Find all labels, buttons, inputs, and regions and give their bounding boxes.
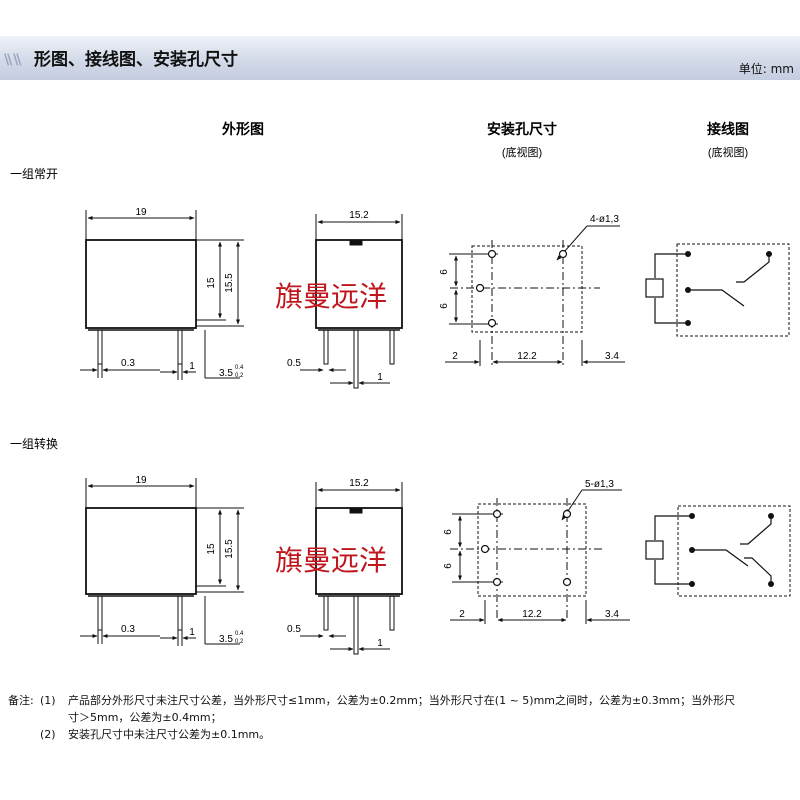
page-title: 形图、接线图、安装孔尺寸 xyxy=(34,50,238,70)
note-2-text: 安装孔尺寸中未注尺寸公差为±0.1mm。 xyxy=(68,728,271,741)
watermark: 旗曼远洋 xyxy=(275,281,387,312)
dim-pitch1: 6 xyxy=(439,269,450,275)
dim-pin-w2: 1 xyxy=(377,372,383,383)
title-band: \\ \\ 形图、接线图、安装孔尺寸 单位: mm xyxy=(0,36,800,80)
dim-tol-dn: 0.2 xyxy=(235,639,244,645)
dim-pin-thick: 0.3 xyxy=(121,624,135,635)
dim-h1: 15 xyxy=(206,277,217,289)
group-normally-open: 一组常开 19 15 15.5 0.3 1 3.5 0.4 0.2 xyxy=(10,167,790,389)
watermark: 旗曼远洋 xyxy=(275,545,387,576)
notes: 备注: (1) 产品部分外形尺寸未注尺寸公差，当外形尺寸≤1mm，公差为±0.2… xyxy=(8,692,798,743)
dim-pin-w2: 1 xyxy=(377,638,383,649)
dim-off-left: 2 xyxy=(452,351,458,362)
mounting-hole-view xyxy=(450,489,630,624)
dim-h2: 15.5 xyxy=(224,273,235,293)
dim-pin-t2: 0.5 xyxy=(287,624,301,635)
hole-label: 4-ø1,3 xyxy=(590,214,619,225)
dim-width: 19 xyxy=(135,207,147,218)
dim-h1: 15 xyxy=(206,543,217,555)
wiring-diagram xyxy=(645,243,790,337)
unit-label: 单位: mm xyxy=(738,62,794,76)
dim-off-right: 3.4 xyxy=(605,351,619,362)
dim-span: 12.2 xyxy=(522,609,542,620)
mounting-holes xyxy=(475,249,568,328)
dim-pin-len: 3.5 xyxy=(219,634,233,645)
side-view xyxy=(300,214,403,389)
wiring-terminals xyxy=(685,251,772,326)
dim-width: 19 xyxy=(135,475,147,486)
dim-pitch2: 6 xyxy=(443,563,454,569)
note-1-line-2: 寸＞5mm，公差为±0.4mm； xyxy=(68,711,222,724)
dim-pin-w: 1 xyxy=(189,627,195,638)
front-view xyxy=(80,478,244,646)
dim-h2: 15.5 xyxy=(224,539,235,559)
wiring-diagram xyxy=(645,505,791,597)
mounting-holes xyxy=(480,509,572,587)
wiring-heading: 接线图 xyxy=(707,121,749,137)
group-title: 一组转换 xyxy=(10,436,58,451)
mounting-heading: 安装孔尺寸 xyxy=(487,121,557,137)
dim-tol-up: 0.4 xyxy=(235,631,244,637)
note-1-line-1: 产品部分外形尺寸未注尺寸公差，当外形尺寸≤1mm，公差为±0.2mm；当外形尺寸… xyxy=(68,694,736,707)
side-view xyxy=(300,482,403,655)
mounting-subheading: (底视图) xyxy=(502,145,542,159)
note-1-number: (1) xyxy=(40,694,56,707)
dim-pin-len: 3.5 xyxy=(219,368,233,379)
wiring-terminals xyxy=(689,513,774,587)
dim-off-right: 3.4 xyxy=(605,609,619,620)
note-2-number: (2) xyxy=(40,728,56,741)
dim-tol-dn: 0.2 xyxy=(235,373,244,379)
dim-pin-thick: 0.3 xyxy=(121,358,135,369)
dim-off-left: 2 xyxy=(459,609,465,620)
dim-pin-t2: 0.5 xyxy=(287,358,301,369)
dim-pitch2: 6 xyxy=(439,303,450,309)
dim-tol-up: 0.4 xyxy=(235,365,244,371)
dim-span: 12.2 xyxy=(517,351,537,362)
notes-label: 备注: xyxy=(8,694,34,707)
dim-pitch1: 6 xyxy=(443,529,454,535)
wiring-subheading: (底视图) xyxy=(708,145,748,159)
dim-depth: 15.2 xyxy=(349,210,369,221)
outline-heading: 外形图 xyxy=(222,121,264,137)
group-title: 一组常开 xyxy=(10,167,58,181)
dim-pin-w: 1 xyxy=(189,361,195,372)
dim-depth: 15.2 xyxy=(349,478,369,489)
front-view xyxy=(80,210,244,380)
decorative-marks-icon: \\ \\ xyxy=(4,52,21,68)
mounting-hole-view xyxy=(445,225,625,366)
hole-label: 5-ø1,3 xyxy=(585,479,614,490)
group-changeover: 一组转换 19 15 15.5 0.3 1 3.5 0.4 0.2 xyxy=(10,436,791,655)
